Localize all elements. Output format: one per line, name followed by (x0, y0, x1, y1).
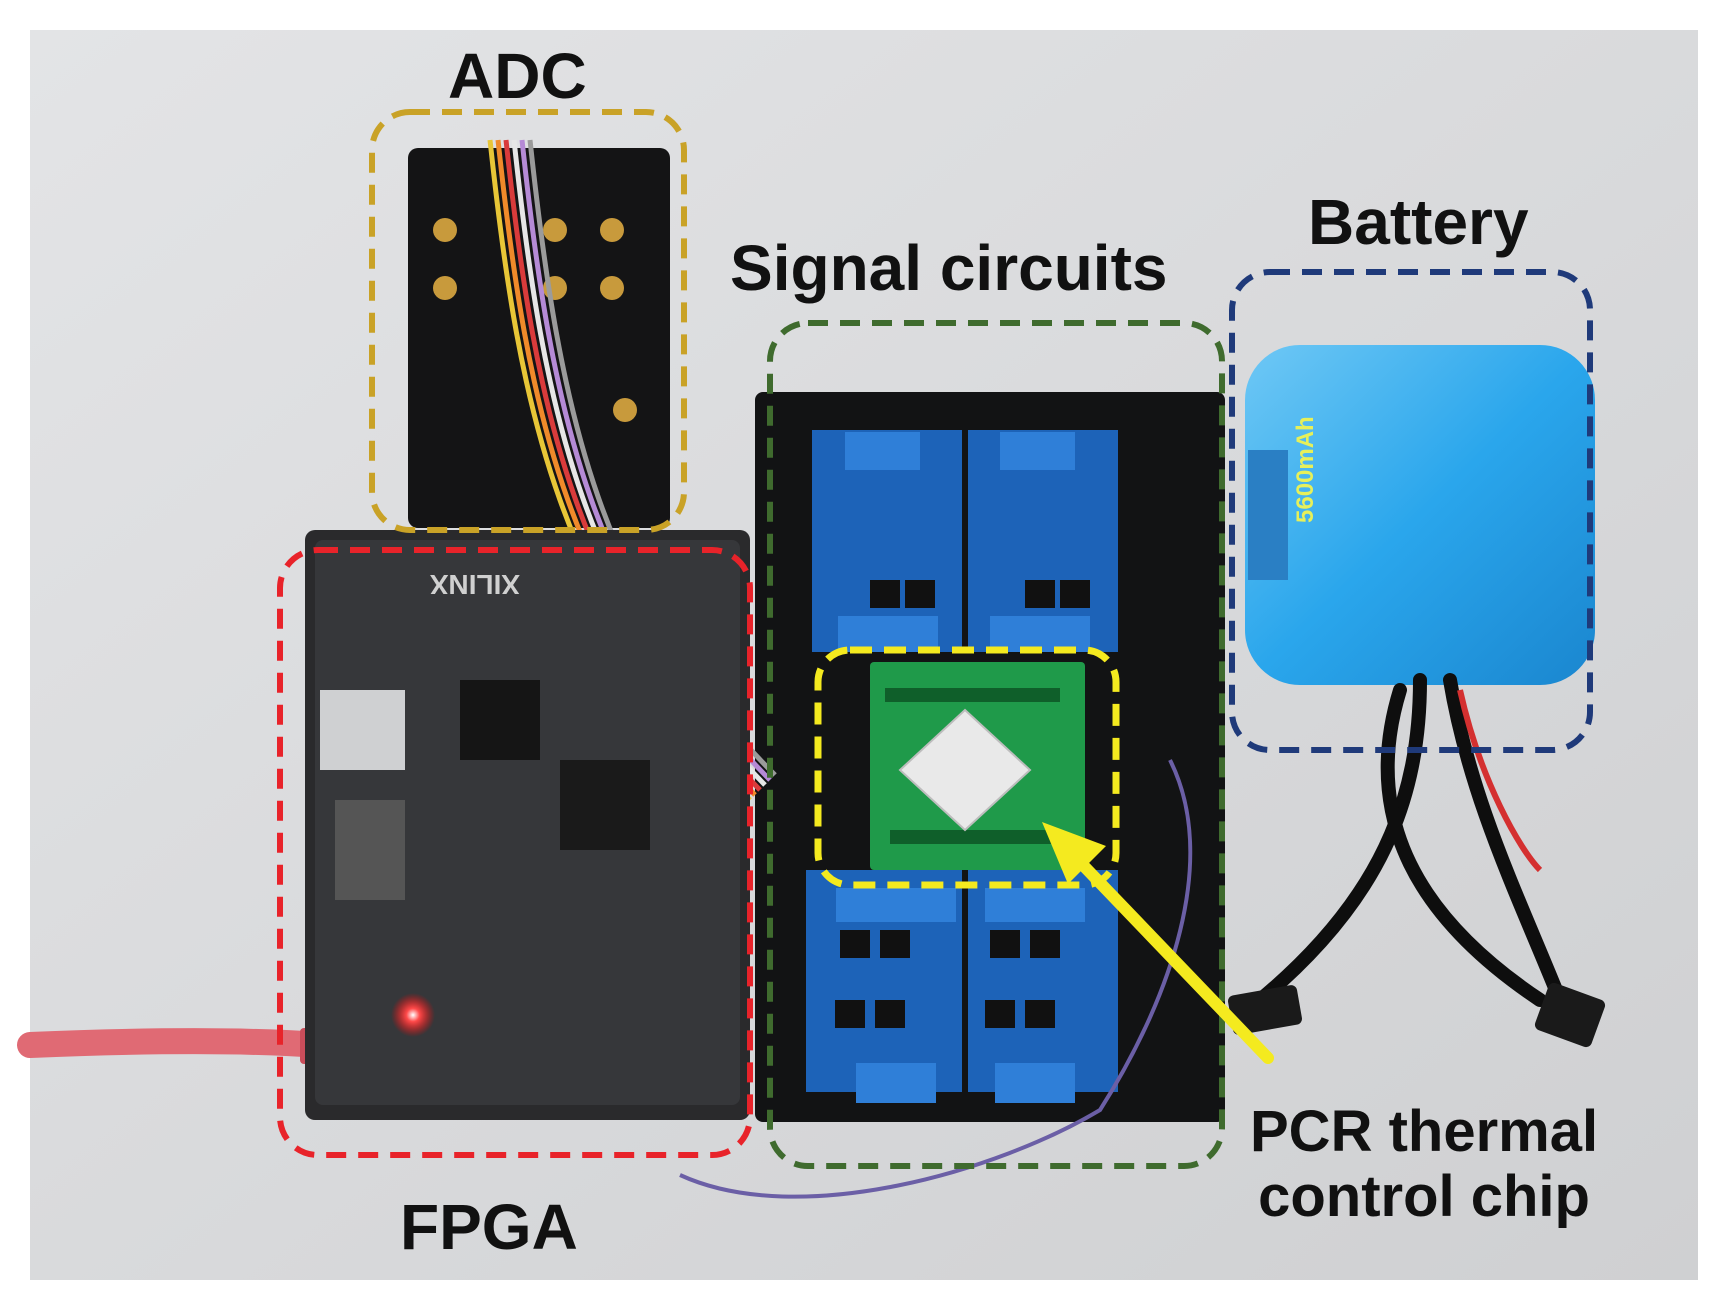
fpga-main-chip (560, 760, 650, 850)
pcr-label-line-2: control chip (1258, 1163, 1590, 1229)
battery-pack (1245, 345, 1595, 685)
battery-label-stripe (1248, 450, 1288, 580)
battery-box (1229, 269, 1593, 753)
jumper-wires (679, 759, 1193, 1199)
fpga-box (277, 547, 753, 1158)
adc-box (369, 109, 687, 533)
pcr-pin-header-top (885, 688, 1060, 702)
fpga-led (391, 993, 435, 1037)
battery-capacity-text: 5600mAh (1292, 416, 1319, 523)
adc-sma-connectors (433, 218, 637, 422)
fpga-cover (315, 540, 740, 1105)
fpga-ethernet (320, 690, 405, 770)
chip-box (814, 646, 1120, 889)
dc-jack-left (1228, 985, 1302, 1035)
pcr-pin-header-bottom (890, 830, 1060, 844)
fpga-vga (335, 800, 405, 900)
chip-arrow-head (1042, 822, 1106, 884)
usb-cable (17, 1028, 333, 1058)
adc-label: ADC (448, 40, 587, 112)
battery-cables (1253, 673, 1567, 1007)
dc-jack-right (1534, 982, 1606, 1048)
signal-circuits-label: Signal circuits (730, 232, 1168, 304)
signal-circuits-box (767, 320, 1225, 1169)
pcr-thermal-control-chip-label: PCR thermal control chip (1250, 1099, 1599, 1230)
xilinx-logo-text: XILINX (429, 569, 520, 600)
fpga-chip (460, 680, 540, 760)
chip-arrow-shaft (1074, 856, 1274, 1064)
driver-modules (806, 430, 1118, 1103)
pcr-chip-diamond (898, 708, 1032, 832)
battery-red-wire (1457, 689, 1543, 873)
pcr-label-line-1: PCR thermal (1250, 1099, 1599, 1164)
fpga-label: FPGA (400, 1191, 578, 1263)
battery-label: Battery (1308, 186, 1529, 258)
